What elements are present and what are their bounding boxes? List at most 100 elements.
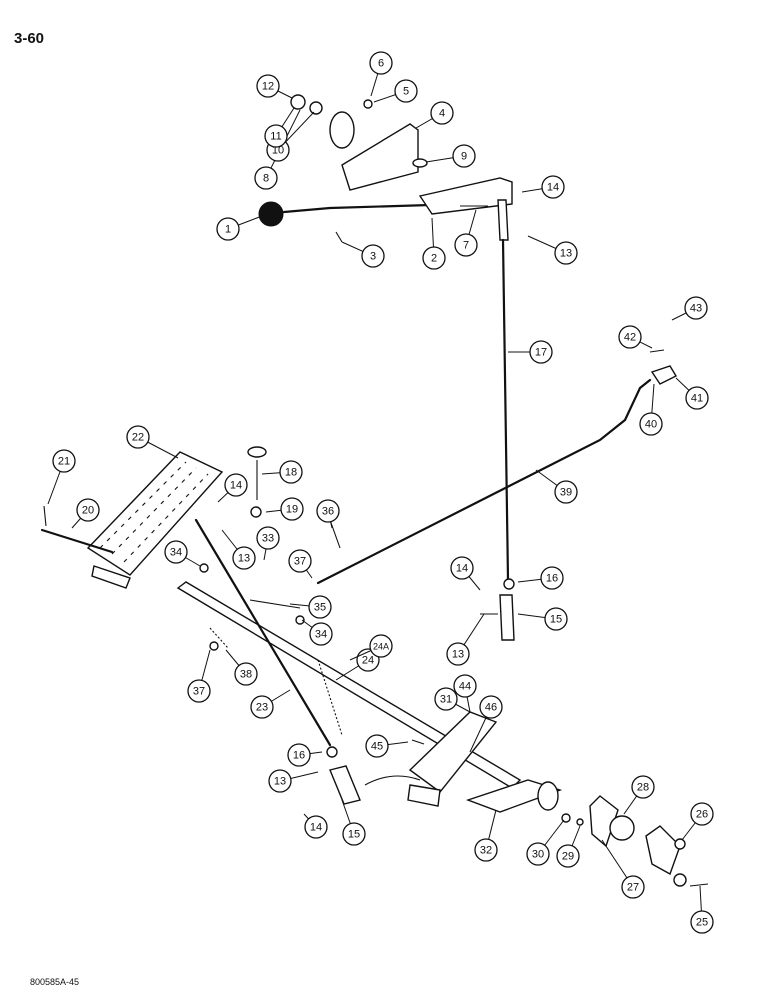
lever-32 [465,779,563,813]
nut-16-right [503,578,515,590]
bearing-28 [609,815,635,841]
callout-14: 14 [303,813,328,839]
hand-throttle-lever [258,94,513,243]
callout-34: 34 [164,540,201,567]
callout-label: 34 [315,629,327,641]
callout-circle [256,526,280,550]
callout-29: 29 [556,825,581,868]
callout-label: 29 [562,851,574,863]
callout-36: 36 [316,499,340,529]
callout-circle [280,497,304,521]
callout-label: 21 [58,456,70,468]
callout-label: 22 [132,432,144,444]
callout-13: 13 [527,235,578,265]
callout-circle [685,386,709,410]
callout-circle [618,325,642,349]
callout-circle [304,815,328,839]
callout-18: 18 [261,460,303,484]
callout-label: 15 [550,614,562,626]
callout-label: 35 [314,602,326,614]
callout-2: 2 [422,217,446,270]
page-number: 3-60 [14,30,45,47]
callout-label: 33 [262,533,274,545]
parts-artwork [40,94,709,887]
callout-label: 6 [378,58,384,70]
callout-5: 5 [373,79,418,103]
lever-knob [258,201,284,227]
callout-label: 30 [532,849,544,861]
washer-34 [199,563,209,573]
nut-26 [674,838,686,850]
spring-38 [209,627,229,649]
callout-label: 24A [373,642,389,652]
callout-circle [554,241,578,265]
callout-label: 38 [240,669,252,681]
hinge-pin-20 [40,528,114,554]
callout-label: 7 [463,240,469,252]
callout-label: 4 [439,108,445,120]
callout-32: 32 [474,809,498,862]
callout-label: 19 [286,504,298,516]
callout-label: 20 [82,505,94,517]
callout-27: 27 [601,839,645,899]
callout-44: 44 [453,674,477,713]
callout-14: 14 [217,473,248,503]
callout-circle [309,622,333,646]
callout-circle [479,695,503,719]
callout-circle [234,662,258,686]
callout-label: 34 [170,547,182,559]
callout-14: 14 [521,175,565,199]
callout-30: 30 [526,819,565,866]
callout-label: 14 [310,822,322,834]
nut-37 [209,641,219,651]
callout-circle [308,595,332,619]
callout-12: 12 [256,74,293,99]
callout-label: 24 [362,655,374,667]
bolt-45 [411,739,425,745]
callout-label: 15 [348,829,360,841]
callout-circle [474,838,498,862]
callout-circle [631,775,655,799]
callout-circle [690,802,714,826]
foot-pedal [40,451,224,589]
nut-5 [363,99,373,109]
callout-circle [690,910,714,934]
callout-circle [453,674,477,698]
callout-34: 34 [301,619,333,646]
friction-disc [329,111,355,149]
callout-circle [250,695,274,719]
callout-17: 17 [508,340,553,364]
callout-3: 3 [341,241,385,268]
nut-12 [290,94,306,110]
callout-circle [365,734,389,758]
callout-19: 19 [265,497,304,521]
bolt-25 [689,883,709,887]
callout-circle [256,74,280,98]
callout-circle [232,546,256,570]
callout-circle [52,449,76,473]
callout-circle [554,480,578,504]
pin-35 [249,599,301,609]
callout-45: 45 [365,734,409,758]
callout-circle [621,875,645,899]
spring-24 [317,659,343,736]
callout-circle [164,540,188,564]
callout-28: 28 [623,775,655,815]
callout-9: 9 [425,144,476,168]
washer-9 [412,158,428,168]
throttle-rod-39 [316,378,652,585]
callout-circle [126,425,150,449]
bolt-3 [335,231,343,243]
callout-circle [394,79,418,103]
callout-26: 26 [681,802,714,841]
callout-circle [526,842,550,866]
callout-label: 37 [294,556,306,568]
callout-43: 43 [671,296,708,321]
callout-circle [279,460,303,484]
callout-label: 31 [440,694,452,706]
callout-4: 4 [415,101,454,129]
callout-6: 6 [369,51,393,97]
callout-label: 14 [547,182,559,194]
callout-13: 13 [446,613,485,666]
callout-circle [288,549,312,573]
